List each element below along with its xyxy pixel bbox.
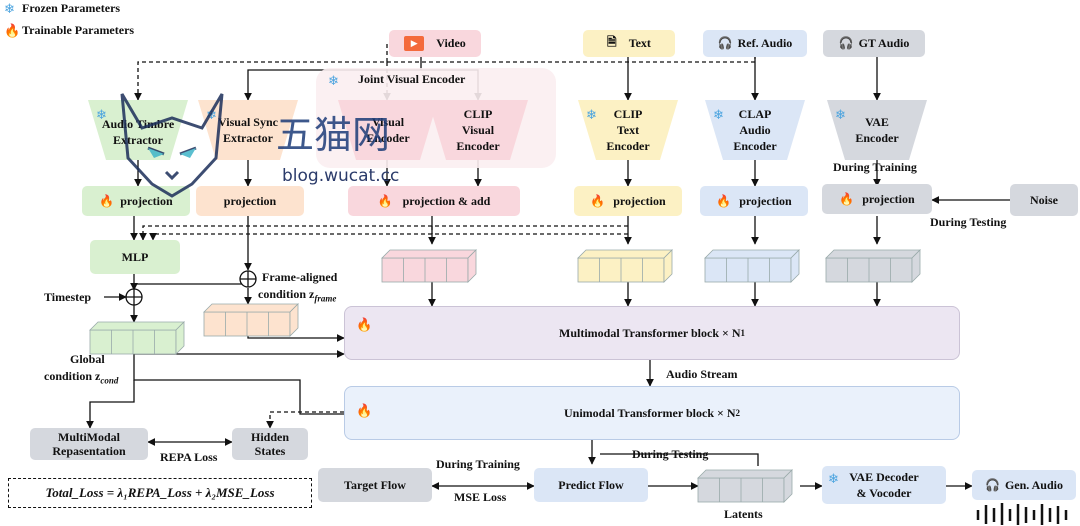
clip-text-line2: Text bbox=[616, 123, 640, 137]
inner-visual-encoder: Visual Encoder bbox=[338, 100, 438, 160]
text-input: 🗎 Text bbox=[583, 30, 675, 57]
during-training-label: During Training bbox=[436, 457, 520, 471]
headphones-icon: 🎧 bbox=[838, 36, 854, 50]
clap-audio-encoder: CLAP Audio Encoder ❄ bbox=[705, 100, 805, 160]
video-icon: ▶ bbox=[404, 36, 425, 51]
clap-line2: Audio bbox=[739, 123, 771, 137]
document-icon: 🗎 bbox=[607, 35, 617, 49]
clap-line1: CLAP bbox=[738, 107, 772, 121]
video-label: Video bbox=[436, 36, 466, 50]
visual-sync-extractor: Visual Sync Extractor ❄ bbox=[198, 100, 298, 160]
projection-label: projection bbox=[223, 193, 277, 208]
clip-visual-line3: Encoder bbox=[456, 139, 500, 153]
gt-audio-label: GT Audio bbox=[858, 36, 910, 50]
snowflake-icon: ❄ bbox=[835, 107, 846, 122]
vae-line1: VAE bbox=[865, 115, 889, 129]
snowflake-icon: ❄ bbox=[4, 1, 15, 16]
fire-icon: 🔥 bbox=[377, 193, 393, 208]
vae-line2: Encoder bbox=[855, 131, 899, 145]
hidden-states-box: Hidden States bbox=[232, 428, 308, 460]
projection-vae: 🔥 projection bbox=[822, 184, 932, 214]
projection-add-label: projection & add bbox=[402, 193, 491, 208]
during-training-label-top: During Training bbox=[833, 160, 917, 174]
text-label: Text bbox=[628, 36, 651, 50]
clip-visual-line1: CLIP bbox=[463, 107, 493, 121]
clip-text-encoder: CLIP Text Encoder ❄ bbox=[578, 100, 678, 160]
vae-decoder-vocoder-box: VAE Decoder & Vocoder bbox=[822, 466, 946, 504]
fire-icon: 🔥 bbox=[590, 193, 606, 208]
during-testing-label-top: During Testing bbox=[930, 215, 1007, 229]
during-testing-label: During Testing bbox=[632, 447, 709, 461]
audio-stream-label: Audio Stream bbox=[666, 367, 738, 381]
clip-visual-line2: Visual bbox=[461, 123, 495, 137]
fire-icon: 🔥 bbox=[99, 193, 115, 208]
global-label: Global bbox=[70, 352, 105, 366]
gen-audio-box: 🎧 Gen. Audio bbox=[972, 470, 1076, 500]
watermark-url: blog.wucat.cc bbox=[282, 166, 400, 186]
multimodal-representation-box: MultiModal Repasentation bbox=[30, 428, 148, 460]
total-loss-formula: Total_Loss = λ₁REPA_Loss + λ₂MSE_Loss bbox=[8, 478, 312, 508]
clip-text-line1: CLIP bbox=[613, 107, 643, 121]
target-flow-box: Target Flow bbox=[318, 468, 432, 502]
headphones-icon: 🎧 bbox=[717, 36, 733, 50]
inner-encoder-line2: Encoder bbox=[366, 131, 410, 145]
fire-icon: 🔥 bbox=[4, 23, 21, 38]
joint-visual-encoder-label: Joint Visual Encoder bbox=[358, 72, 466, 86]
projection-label: projection bbox=[862, 191, 915, 206]
legend-frozen-label: Frozen Parameters bbox=[22, 1, 121, 15]
cat-logo-icon bbox=[112, 88, 232, 200]
projection-ref-audio: 🔥 projection bbox=[700, 186, 808, 216]
ref-audio-label: Ref. Audio bbox=[737, 36, 793, 50]
snowflake-icon: ❄ bbox=[713, 107, 724, 122]
projection-audio-timbre: 🔥 projection bbox=[82, 186, 190, 216]
visual-sync-label: Visual Sync Extractor bbox=[218, 115, 278, 145]
projection-label: projection bbox=[739, 193, 792, 208]
fire-icon: 🔥 bbox=[839, 191, 855, 206]
fire-icon: 🔥 bbox=[356, 403, 373, 418]
snowflake-icon: ❄ bbox=[96, 107, 107, 122]
mlp-block: MLP bbox=[90, 240, 180, 274]
fire-icon: 🔥 bbox=[356, 317, 373, 332]
video-input: ▶ Video bbox=[389, 30, 481, 57]
inner-encoder-line1: Visual bbox=[371, 115, 405, 129]
latents-label: Latents bbox=[724, 507, 763, 521]
watermark-text: 五猫网 bbox=[276, 113, 391, 157]
clip-visual-encoder: CLIP Visual Encoder bbox=[428, 100, 528, 160]
fire-icon: 🔥 bbox=[716, 193, 732, 208]
projection-visual-sync: projection bbox=[196, 186, 304, 216]
frame-aligned-label: Frame-aligned bbox=[262, 270, 338, 284]
mse-loss-label: MSE Loss bbox=[454, 490, 507, 504]
frame-condition-label: condition zframe bbox=[258, 287, 337, 304]
global-condition-label: condition zcond bbox=[44, 369, 119, 386]
projection-add: 🔥 projection & add bbox=[348, 186, 520, 216]
predict-flow-box: Predict Flow bbox=[534, 468, 648, 502]
clip-text-line3: Encoder bbox=[606, 139, 650, 153]
vae-encoder: VAE Encoder ❄ bbox=[827, 100, 927, 160]
snowflake-icon: ❄ bbox=[328, 73, 339, 88]
headphones-icon: 🎧 bbox=[985, 477, 1000, 492]
repa-loss-label: REPA Loss bbox=[160, 450, 218, 464]
projection-label: projection bbox=[613, 193, 666, 208]
clap-line3: Encoder bbox=[733, 139, 777, 153]
gt-audio-input: 🎧 GT Audio bbox=[823, 30, 925, 57]
legend-trainable-label: Trainable Parameters bbox=[22, 23, 135, 37]
projection-text: 🔥 projection bbox=[574, 186, 682, 216]
timestep-label: Timestep bbox=[44, 290, 92, 304]
projection-label: projection bbox=[120, 193, 173, 208]
noise-input: Noise bbox=[1010, 184, 1078, 216]
ref-audio-input: 🎧 Ref. Audio bbox=[703, 30, 807, 57]
snowflake-icon: ❄ bbox=[586, 107, 597, 122]
snowflake-icon: ❄ bbox=[828, 471, 839, 486]
